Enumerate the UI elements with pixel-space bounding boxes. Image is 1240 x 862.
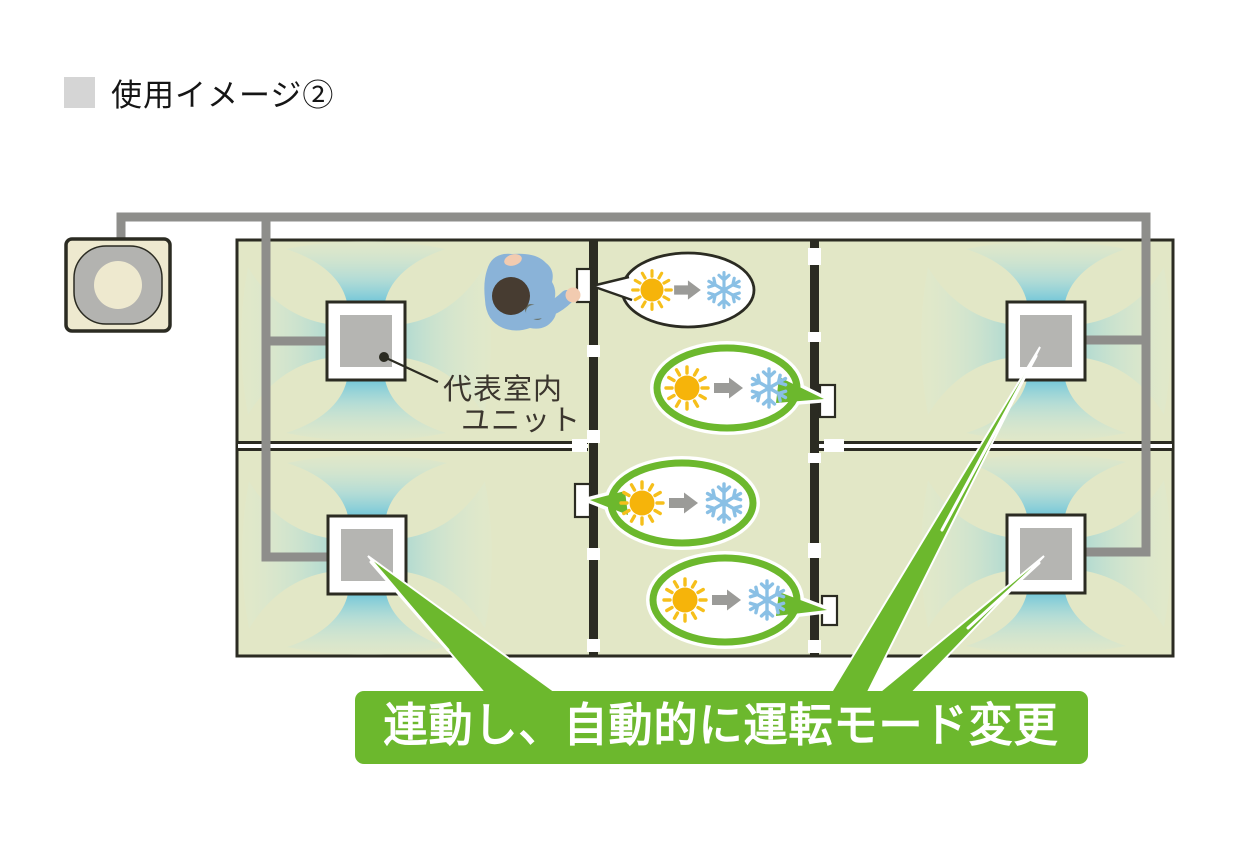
indoor-unit-bottom-right (1005, 513, 1087, 595)
door-gap (572, 439, 587, 452)
representative-unit-label-line1: 代表室内 (443, 373, 563, 406)
page-title: 使用イメージ② (111, 78, 335, 113)
person-head (492, 277, 530, 315)
indoor-unit-top-left (325, 300, 407, 382)
door-gap (824, 439, 844, 452)
fan-icon (94, 261, 142, 309)
mode-change-bubble-1 (590, 251, 756, 329)
corridor-wall-right (808, 240, 821, 656)
corridor-wall-left (587, 240, 600, 656)
representative-unit-label-line2: ユニット (461, 405, 581, 437)
indoor-unit-bottom-left (326, 514, 408, 596)
section-bullet-icon (64, 77, 95, 108)
refrigerant-piping (116, 212, 1151, 562)
interior-wall-horizontal-right (819, 439, 1172, 452)
mode-change-bubble-2 (650, 341, 828, 435)
pointing-hand (565, 287, 581, 303)
mode-change-bubble-4 (646, 551, 831, 649)
banner-text: 連動し、自動的に運転モード変更 (384, 699, 1059, 751)
outdoor-unit (64, 237, 172, 333)
mode-change-bubble-3 (586, 456, 760, 550)
indoor-unit-top-right (1005, 300, 1087, 382)
banner: 連動し、自動的に運転モード変更 (355, 691, 1088, 764)
representative-unit-callout: 代表室内 ユニット (379, 352, 581, 437)
link-rays (367, 346, 1045, 695)
person-top-view (484, 253, 581, 331)
interior-wall-horizontal-left (238, 439, 588, 452)
page-header: 使用イメージ② (64, 70, 334, 115)
